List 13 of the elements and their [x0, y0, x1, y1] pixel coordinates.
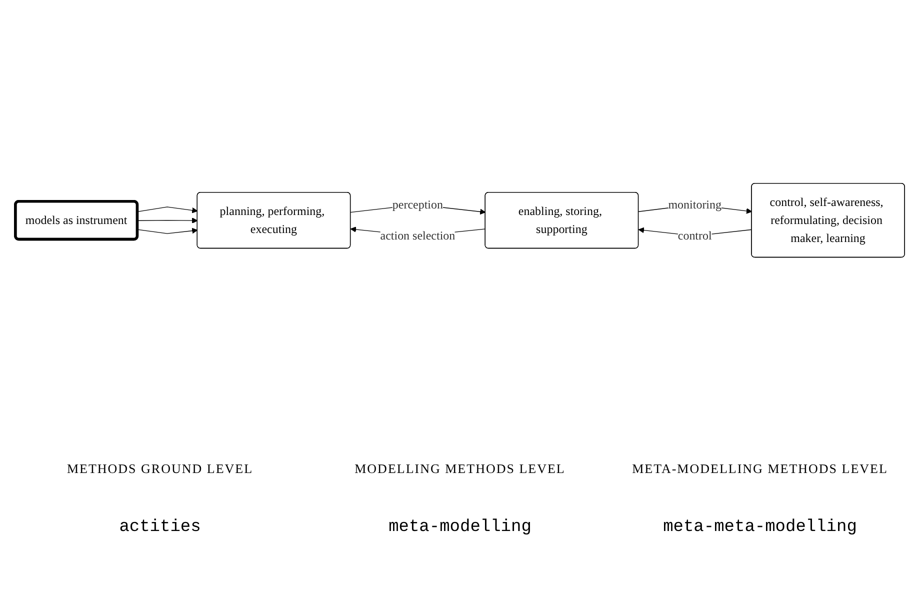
- edge-label: monitoring: [668, 197, 722, 211]
- edge-label: action selection: [380, 228, 456, 242]
- arrow: [137, 217, 198, 224]
- level-name: meta-modelling: [388, 518, 532, 537]
- edge-label: perception: [392, 197, 444, 211]
- level-caption: METHODS GROUND LEVEL: [66, 461, 254, 477]
- level-name: meta-meta-modelling: [663, 518, 857, 537]
- level-caption: META-MODELLING METHODS LEVEL: [632, 461, 888, 477]
- level-caption: MODELLING METHODS LEVEL: [354, 461, 566, 477]
- arrow: [137, 228, 198, 234]
- level-name: actities: [119, 518, 201, 537]
- edge-label: control: [678, 228, 712, 242]
- arrow: [137, 206, 198, 213]
